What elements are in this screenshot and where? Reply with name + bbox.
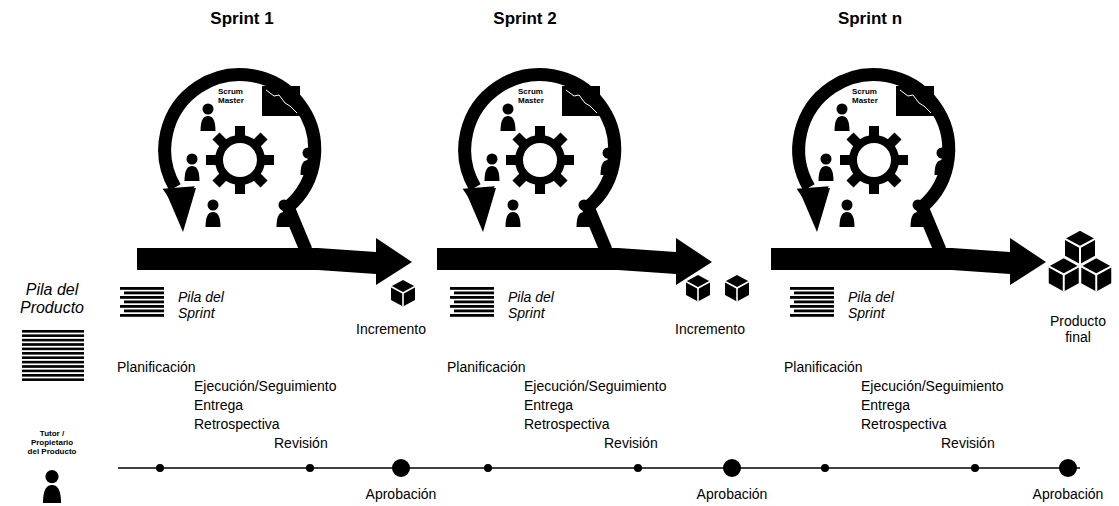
sprint-title: Sprint 1 bbox=[210, 9, 273, 29]
phase-label: Revisión bbox=[274, 435, 328, 451]
phase-label: Entrega bbox=[194, 397, 243, 413]
phase-label: Revisión bbox=[604, 435, 658, 451]
increment-label: Incremento bbox=[675, 321, 745, 337]
phase-label: Retrospectiva bbox=[524, 416, 610, 432]
phase-label: Entrega bbox=[861, 397, 910, 413]
phase-label: Ejecución/Seguimiento bbox=[861, 378, 1003, 394]
sprint-title: Sprint n bbox=[838, 9, 902, 29]
role-label: Scrum Master bbox=[518, 87, 552, 105]
backlog-label: Pila del Producto bbox=[10, 281, 94, 318]
increment-label: Incremento bbox=[356, 321, 426, 337]
sprint-backlog-label: Pila del Sprint bbox=[508, 289, 570, 321]
phase-label: Ejecución/Seguimiento bbox=[194, 378, 336, 394]
milestone-label: Aprobación bbox=[697, 486, 768, 502]
sprint-backlog-label: Pila del Sprint bbox=[178, 289, 240, 321]
role-label: Tutor / Propietario del Producto bbox=[25, 429, 79, 457]
milestone-label: Aprobación bbox=[1033, 486, 1104, 502]
role-label: Scrum Master bbox=[852, 87, 886, 105]
role-label: Scrum Master bbox=[218, 87, 252, 105]
milestone-label: Aprobación bbox=[366, 486, 437, 502]
phase-label: Planificación bbox=[117, 359, 196, 375]
phase-label: Retrospectiva bbox=[194, 416, 280, 432]
sprint-title: Sprint 2 bbox=[493, 9, 556, 29]
phase-label: Revisión bbox=[941, 435, 995, 451]
phase-label: Entrega bbox=[524, 397, 573, 413]
final-product-label: Producto final bbox=[1042, 313, 1114, 345]
phase-label: Retrospectiva bbox=[861, 416, 947, 432]
phase-label: Planificación bbox=[784, 359, 863, 375]
phase-label: Planificación bbox=[447, 359, 526, 375]
sprint-backlog-label: Pila del Sprint bbox=[848, 289, 910, 321]
phase-label: Ejecución/Seguimiento bbox=[524, 378, 666, 394]
